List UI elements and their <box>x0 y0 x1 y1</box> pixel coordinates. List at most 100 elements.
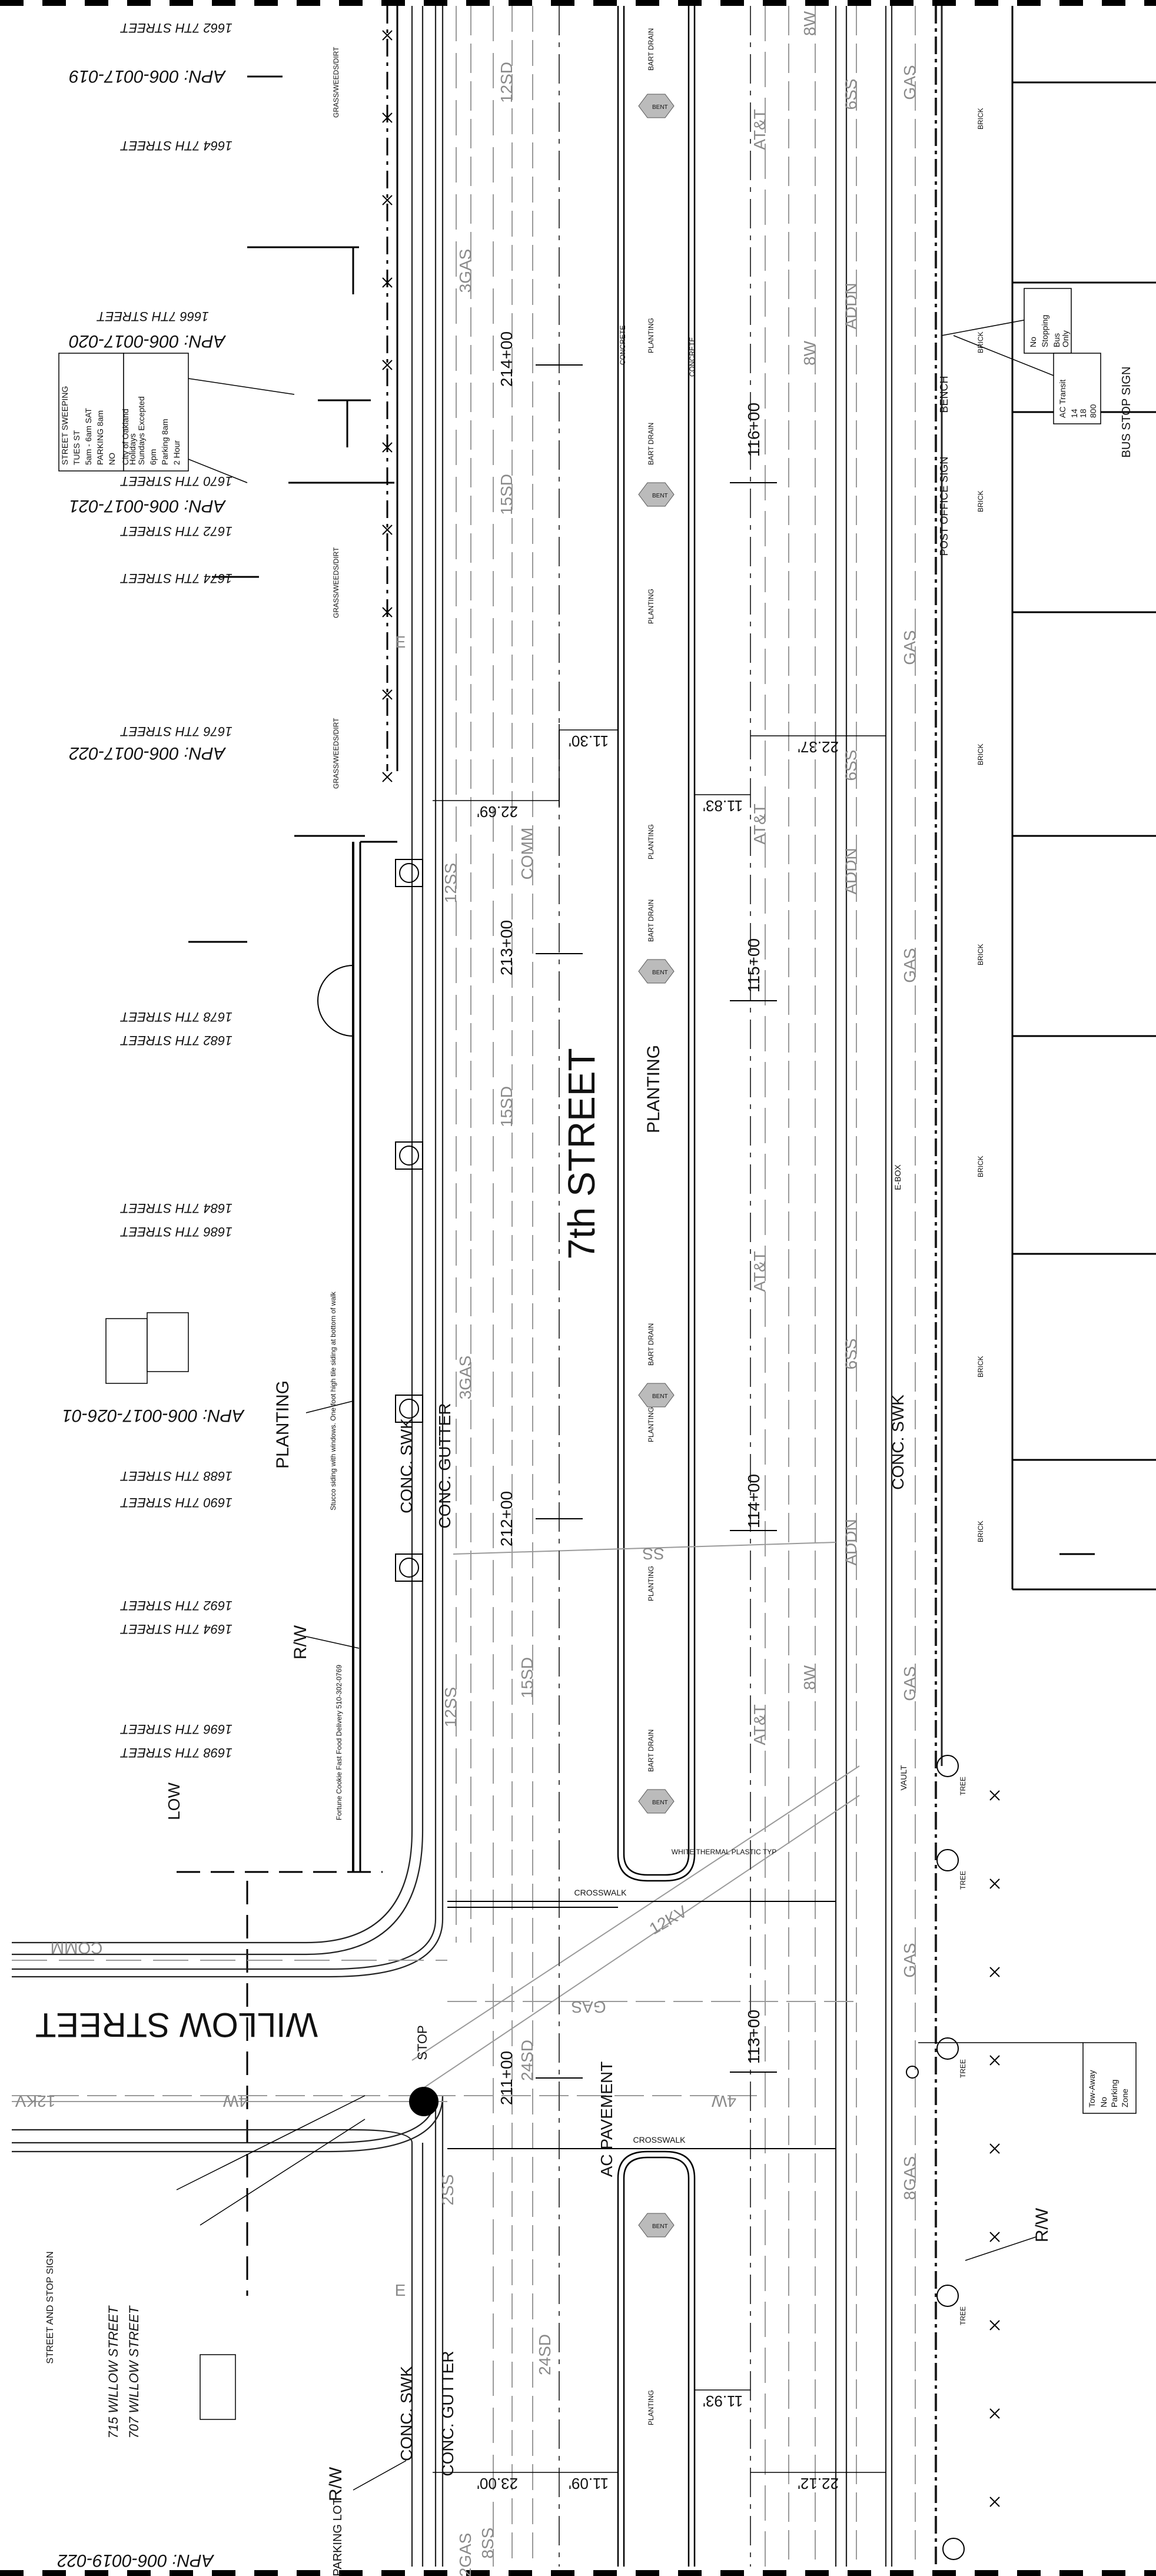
util-8w-1: 8W <box>800 11 819 36</box>
tree-lbl-2: TREE <box>959 1871 967 1890</box>
conc-swk-bottom: CONC. SWK <box>397 2366 416 2461</box>
border-tick <box>1102 0 1125 6</box>
util-24sd-2: 24SD <box>536 2334 554 2375</box>
x-mark <box>989 2408 1000 2419</box>
bench-label: BENCH <box>938 376 950 413</box>
apn-020: APN: 006-0017-020 <box>69 331 226 351</box>
border-tick <box>297 2570 320 2576</box>
addr-1664: 1664 7TH STREET <box>120 138 232 153</box>
border-tick <box>170 0 193 6</box>
addr-707-willow: 707 WILLOW STREET <box>127 2305 141 2439</box>
grass-lbl-2: GRASS/WEEDS/DIRT <box>332 547 340 618</box>
conc-gutter-bottom: CONC. GUTTER <box>439 2351 457 2476</box>
util-gas-5: GAS <box>901 1943 919 1977</box>
addr-1698: 1698 7TH STREET <box>120 1745 232 1760</box>
brick-labels: BRICK BRICK BRICK BRICK BRICK BRICK BRIC… <box>976 108 985 1542</box>
dimension-labels: 11.30' 22.69' 11.83' 22.37' 23.00' 11.09… <box>477 732 839 2492</box>
util-12ss-1: 12SS <box>441 863 460 904</box>
sign-ac-l1: 14 <box>1069 409 1079 418</box>
util-2ss-1: 2SS <box>439 2175 457 2206</box>
feature-labels: CONC. SWK CONC. GUTTER PLANTING R/W LOW … <box>45 367 1133 2576</box>
border-tick <box>636 2570 659 2576</box>
addr-715-willow: 715 WILLOW STREET <box>106 2305 121 2439</box>
sign-ac-l0: AC Transit <box>1058 380 1067 418</box>
util-12kv-1: 12KV <box>15 2092 55 2110</box>
util-comm-1: COMM <box>518 828 536 880</box>
street-name-7th: 7th STREET <box>560 1048 603 1259</box>
border-tick <box>170 2570 193 2576</box>
addr-1666: 1666 7TH STREET <box>97 309 209 324</box>
util-addn-3: ADDN <box>842 1519 860 1565</box>
station-113: 113+00 <box>745 2010 763 2064</box>
border-tick <box>509 2570 532 2576</box>
border-tick <box>381 0 405 6</box>
concrete-1: CONCRETE <box>619 326 627 365</box>
addr-1690: 1690 7TH STREET <box>120 1495 232 1510</box>
border-tick <box>593 0 617 6</box>
sign-hour-l1: Parking 8am <box>160 419 170 465</box>
tree-lbl-3: TREE <box>959 2059 967 2078</box>
x-mark <box>382 689 393 700</box>
planting-m3: PLANTING <box>647 824 655 859</box>
dim-1: 11.30' <box>569 732 609 750</box>
border-tick <box>763 0 786 6</box>
tree-icons <box>395 859 965 2560</box>
sign-no-parking-l4: STREET SWEEPING <box>60 386 69 465</box>
border-tick <box>890 0 913 6</box>
sign-tow-l1: No <box>1099 2097 1108 2107</box>
border-tick <box>720 2570 744 2576</box>
border-tick <box>381 2570 405 2576</box>
addr-1674: 1674 7TH STREET <box>120 571 232 586</box>
cl-station-214: 214+00 <box>497 331 516 387</box>
restaurant-note: Fortune Cookie Fast Food Delivery 510-30… <box>335 1665 343 1820</box>
ac-pavement-label: AC PAVEMENT <box>597 2062 616 2177</box>
fence-x-marks <box>382 30 1000 2507</box>
util-6ss-1: 6SS <box>842 79 860 110</box>
border-tick <box>593 2570 617 2576</box>
border-tick <box>551 2570 574 2576</box>
x-mark <box>989 1878 1000 1889</box>
planting-m5: PLANTING <box>647 1566 655 1601</box>
addr-1672: 1672 7TH STREET <box>120 524 232 539</box>
building-lines-right <box>1011 6 1156 1591</box>
planting-left: PLANTING <box>273 1380 293 1469</box>
border-tick <box>1059 0 1083 6</box>
border-tick <box>763 2570 786 2576</box>
dim-4: 22.37' <box>798 738 839 756</box>
border-tick <box>339 2570 363 2576</box>
crosswalk-bottom: CROSSWALK <box>633 2135 686 2145</box>
border-tick <box>1017 0 1041 6</box>
apn-0019: APN: 006-0019-022 <box>57 2551 214 2570</box>
border-tick <box>932 0 956 6</box>
addr-1686: 1686 7TH STREET <box>120 1224 232 1239</box>
border-tick <box>848 0 871 6</box>
util-att-1: AT&T <box>750 109 769 150</box>
util-gas-w: GAS <box>571 1998 606 2016</box>
grass-lbl-1: GRASS/WEEDS/DIRT <box>332 47 340 118</box>
grass-lbl-3: GRASS/WEEDS/DIRT <box>332 718 340 789</box>
sign-nostop-l1: Stopping <box>1040 315 1049 347</box>
sign-no-parking-l2: 5am - 6am SAT <box>84 408 93 465</box>
planting-m2: PLANTING <box>647 589 655 624</box>
util-gas-1: GAS <box>901 65 919 99</box>
border-tick <box>720 0 744 6</box>
apn-026: APN: 006-0017-026-01 <box>62 1406 245 1425</box>
border-tick <box>848 2570 871 2576</box>
border-tick <box>85 2570 108 2576</box>
building-lines <box>188 6 398 1872</box>
addr-1696: 1696 7TH STREET <box>120 1722 232 1737</box>
sign-nostop-l2: Bus <box>1052 333 1061 347</box>
x-mark <box>382 525 393 535</box>
border-tick <box>212 0 235 6</box>
sign-hour-l0: 2 Hour <box>172 440 181 465</box>
crosswalk-top: CROSSWALK <box>574 1888 627 1897</box>
addr-1662: 1662 7TH STREET <box>120 21 232 35</box>
brick-1: BRICK <box>976 108 985 130</box>
sign-texts: NO PARKING 8am 5am - 6am SAT TUES ST STR… <box>60 315 1130 2107</box>
sign-no-parking-l3: TUES ST <box>72 430 81 465</box>
util-3gas-1: 3GAS <box>456 249 474 293</box>
bent-4: BENT <box>652 1393 668 1400</box>
util-e-2: E <box>395 2281 406 2299</box>
brick-7: BRICK <box>976 1356 985 1377</box>
